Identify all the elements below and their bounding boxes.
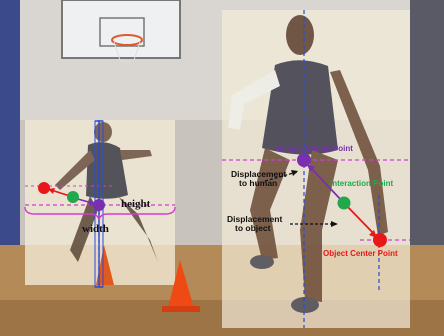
displacement-object-label: Displacement to object (227, 214, 283, 234)
right-human-center-point (297, 153, 311, 167)
left-human-center-point (93, 199, 105, 211)
displacement-human-arrowhead (291, 170, 298, 176)
right-arrowhead-human (307, 164, 315, 172)
left-object-center-point (38, 182, 50, 194)
displacement-object-arrowhead (331, 221, 338, 227)
displacement-human-line1: Displacement (231, 169, 287, 179)
cone-left (96, 245, 114, 285)
object-center-point-label: Object Center Point (323, 249, 398, 258)
displacement-object-line1: Displacement (227, 214, 283, 224)
cone-right (168, 260, 194, 308)
right-object-center-point (373, 233, 387, 247)
width-brace (24, 206, 176, 221)
displacement-human-line2: to human (239, 178, 278, 189)
left-interaction-point (67, 191, 79, 203)
displacement-human-label: Displacement to human (231, 169, 287, 189)
human-center-point-label: Human Center Point (276, 144, 353, 153)
interaction-point-label: Interaction Point (330, 179, 394, 188)
cone-base (162, 306, 200, 312)
right-interaction-point (337, 196, 351, 210)
left-player-figure (55, 122, 158, 262)
displacement-object-line2: to object (235, 223, 271, 234)
displacement-human-arrow (264, 171, 298, 182)
right-arrow-to-object (344, 203, 376, 236)
right-arrow-to-human (308, 165, 344, 203)
right-player-figure (228, 15, 388, 313)
height-label: height (121, 198, 151, 210)
width-label: width (82, 223, 109, 235)
